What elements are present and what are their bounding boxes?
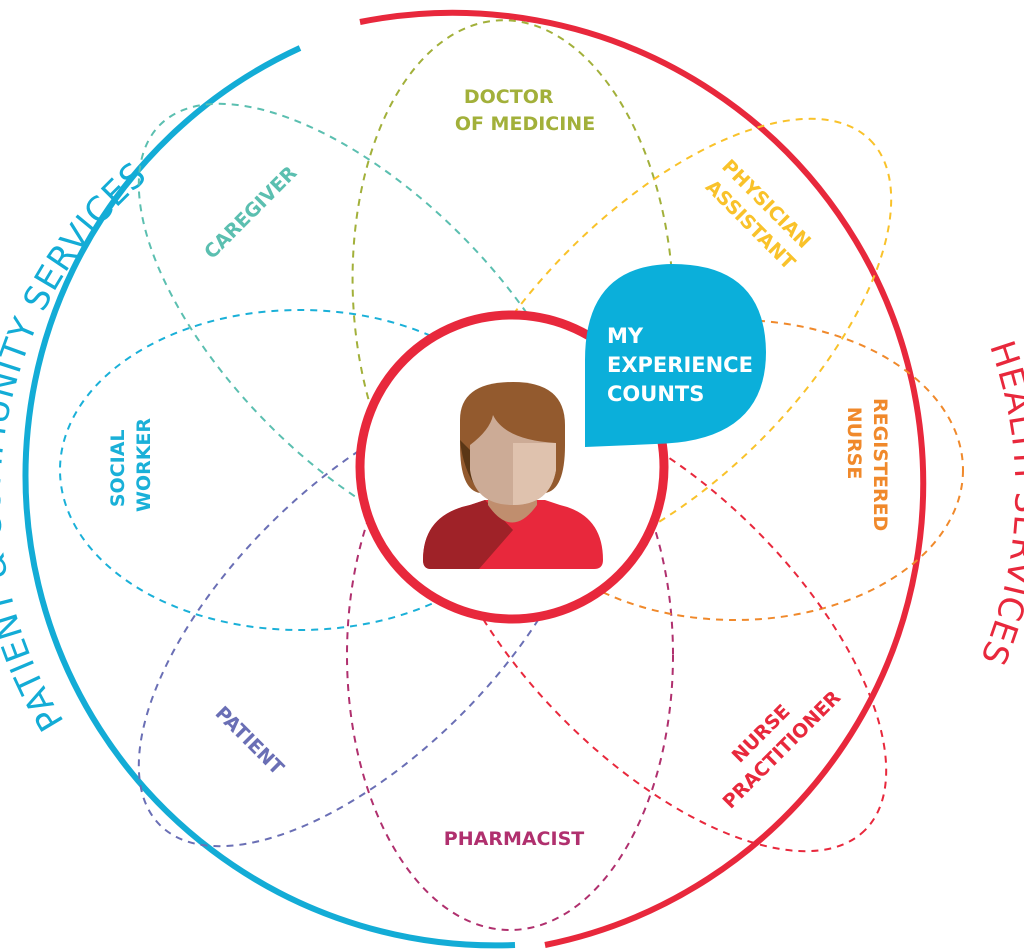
ellipse-pharmacist	[346, 379, 674, 931]
label-patient: PATIENT	[211, 702, 288, 779]
outer-label-left: PATIENT & COMMUNITY SERVICES	[0, 154, 155, 738]
label-doctor: DOCTOR OF MEDICINE	[455, 86, 595, 135]
label-pharmacist: PHARMACIST	[444, 828, 584, 850]
label-social-worker: SOCIAL WORKER	[107, 418, 155, 512]
label-physician-assistant: PHYSICIAN ASSISTANT	[699, 155, 820, 276]
person-avatar-icon	[423, 382, 603, 569]
outer-label-right: HEALTH SERVICES	[972, 336, 1024, 671]
bubble-text: MY EXPERIENCE COUNTS	[607, 324, 760, 406]
label-nurse-practitioner: NURSE PRACTITIONER	[700, 668, 845, 813]
label-registered-nurse: REGISTERED NURSE	[843, 398, 891, 538]
label-caregiver: CAREGIVER	[200, 162, 302, 264]
experience-bubble: MY EXPERIENCE COUNTS	[585, 264, 766, 447]
